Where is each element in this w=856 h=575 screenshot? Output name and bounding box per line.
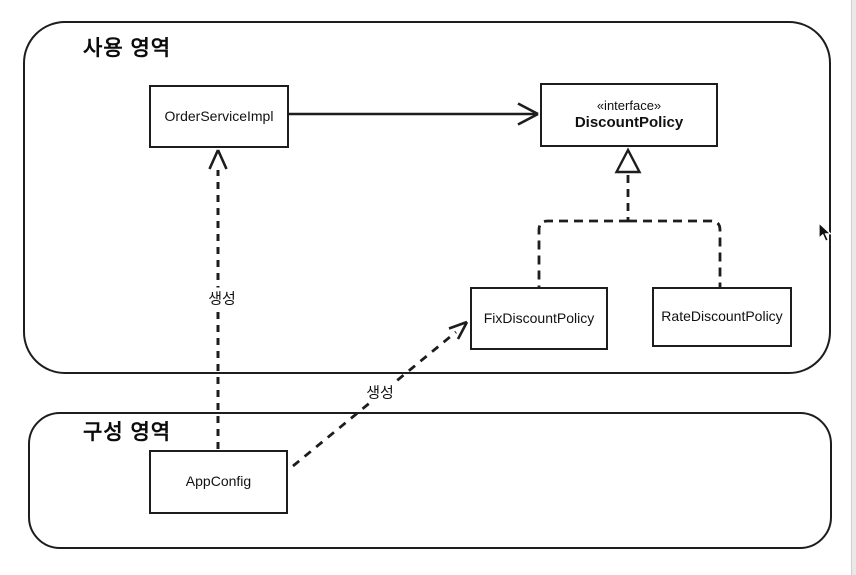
window-edge-strip: [851, 0, 856, 575]
class-label: AppConfig: [185, 473, 252, 490]
mouse-cursor-icon: [818, 222, 832, 242]
edge-label-create-order: 생성: [205, 287, 239, 309]
class-label: OrderServiceImpl: [164, 107, 274, 124]
class-box-rate-discount-policy: RateDiscountPolicy: [652, 287, 792, 347]
edge-label-create-fix: 생성: [363, 381, 397, 403]
class-label: FixDiscountPolicy: [483, 309, 595, 326]
region-config-title: 구성 영역: [83, 421, 172, 444]
class-label: RateDiscountPolicy: [661, 308, 783, 325]
class-box-discount-policy: «interface» DiscountPolicy: [540, 83, 718, 147]
region-usage-title: 사용 영역: [83, 37, 172, 60]
class-box-app-config: AppConfig: [149, 450, 288, 514]
class-box-fix-discount-policy: FixDiscountPolicy: [470, 287, 608, 350]
class-label: DiscountPolicy: [574, 113, 684, 131]
stereotype-label: «interface»: [596, 97, 662, 113]
class-box-order-service-impl: OrderServiceImpl: [149, 85, 289, 148]
